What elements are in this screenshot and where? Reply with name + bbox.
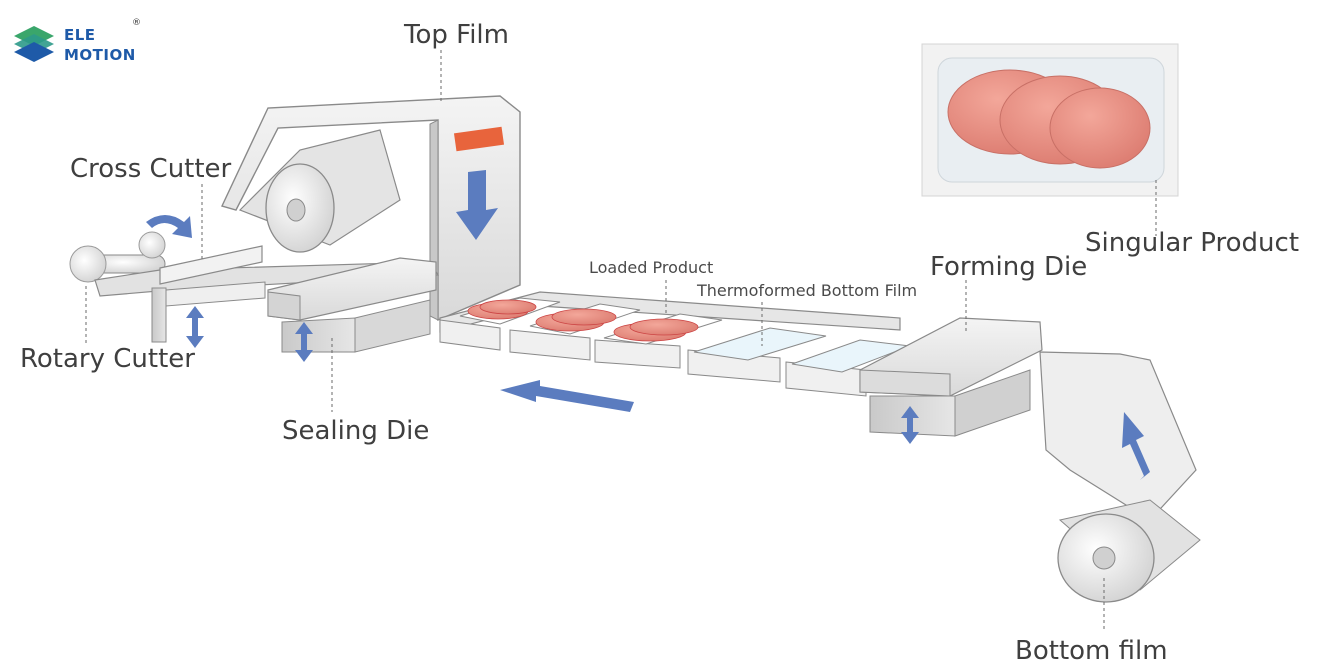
- label-sealing-die: Sealing Die: [282, 416, 430, 446]
- bottom-film-web: [1039, 351, 1197, 521]
- leader-lines: [85, 50, 1157, 630]
- logo-registered-mark: ®: [132, 18, 141, 28]
- brand-logo: ELE MOTION ®: [12, 18, 152, 72]
- forming-die-updown-arrow: [901, 406, 919, 444]
- label-cross-cutter: Cross Cutter: [70, 154, 232, 184]
- forming-die: [859, 317, 1043, 437]
- sealing-die: [267, 257, 437, 353]
- label-top-film: Top Film: [404, 20, 509, 50]
- bottom-film-roll: [1057, 499, 1201, 603]
- rotary-arrow: [146, 215, 192, 238]
- top-film-down-arrow: [456, 170, 498, 240]
- label-bottom-film: Bottom film: [1015, 636, 1168, 666]
- loaded-tray: [529, 303, 641, 335]
- loaded-tray: [603, 313, 723, 345]
- loaded-tray: [459, 297, 561, 325]
- logo-text-motion: MOTION: [64, 46, 136, 64]
- label-forming-die: Forming Die: [930, 252, 1088, 282]
- flow-direction-arrow: [500, 380, 634, 412]
- label-singular-product: Singular Product: [1085, 228, 1300, 258]
- label-rotary-cutter: Rotary Cutter: [20, 344, 195, 374]
- label-thermoformed-bottom-film: Thermoformed Bottom Film: [697, 281, 918, 300]
- top-film-roll: [238, 129, 401, 253]
- sealing-die-updown-arrow: [295, 322, 313, 362]
- logo-text-ele: ELE: [64, 26, 96, 44]
- empty-tray: [693, 327, 827, 361]
- bottom-film-up-arrow: [1122, 412, 1150, 480]
- label-loaded-product: Loaded Product: [589, 258, 714, 277]
- rotary-cutter: [69, 231, 166, 283]
- cross-cutter-updown-arrow: [186, 306, 204, 348]
- top-film-marker: [453, 126, 505, 152]
- singular-product-image: [921, 43, 1179, 197]
- logo-mark-icon: [14, 26, 54, 62]
